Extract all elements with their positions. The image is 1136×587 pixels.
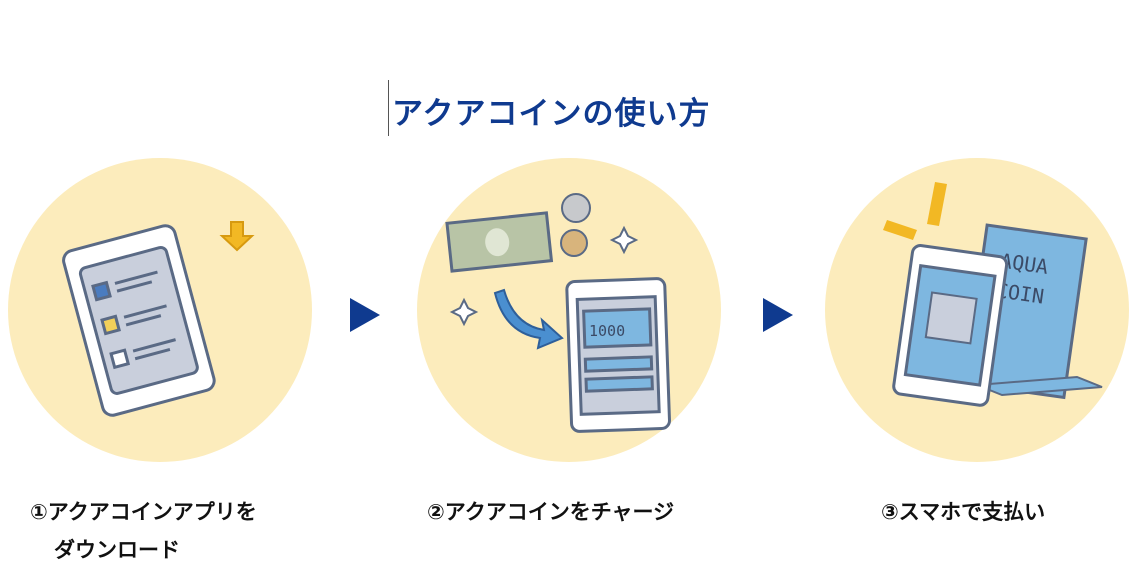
next-arrow-icon xyxy=(763,298,793,332)
phone-download-illustration xyxy=(62,221,255,417)
step-3-label: ③スマホで支払い xyxy=(881,500,1046,524)
title-divider: アクアコインの使い方 xyxy=(388,80,709,136)
step-1-label: ①アクアコインアプリを xyxy=(30,500,257,524)
step-1-label-line2: ダウンロード xyxy=(54,538,180,562)
page-title: アクアコインの使い方 xyxy=(392,96,711,132)
charge-arrow-icon xyxy=(493,288,564,350)
charge-illustration: 1000 xyxy=(445,193,671,433)
qr-payment-illustration: AQUA COIN xyxy=(883,182,1103,407)
next-arrow-icon xyxy=(350,298,380,332)
download-arrow-icon xyxy=(219,221,255,252)
charge-amount-text: 1000 xyxy=(589,322,625,340)
step-2-label: ②アクアコインをチャージ xyxy=(427,500,675,524)
